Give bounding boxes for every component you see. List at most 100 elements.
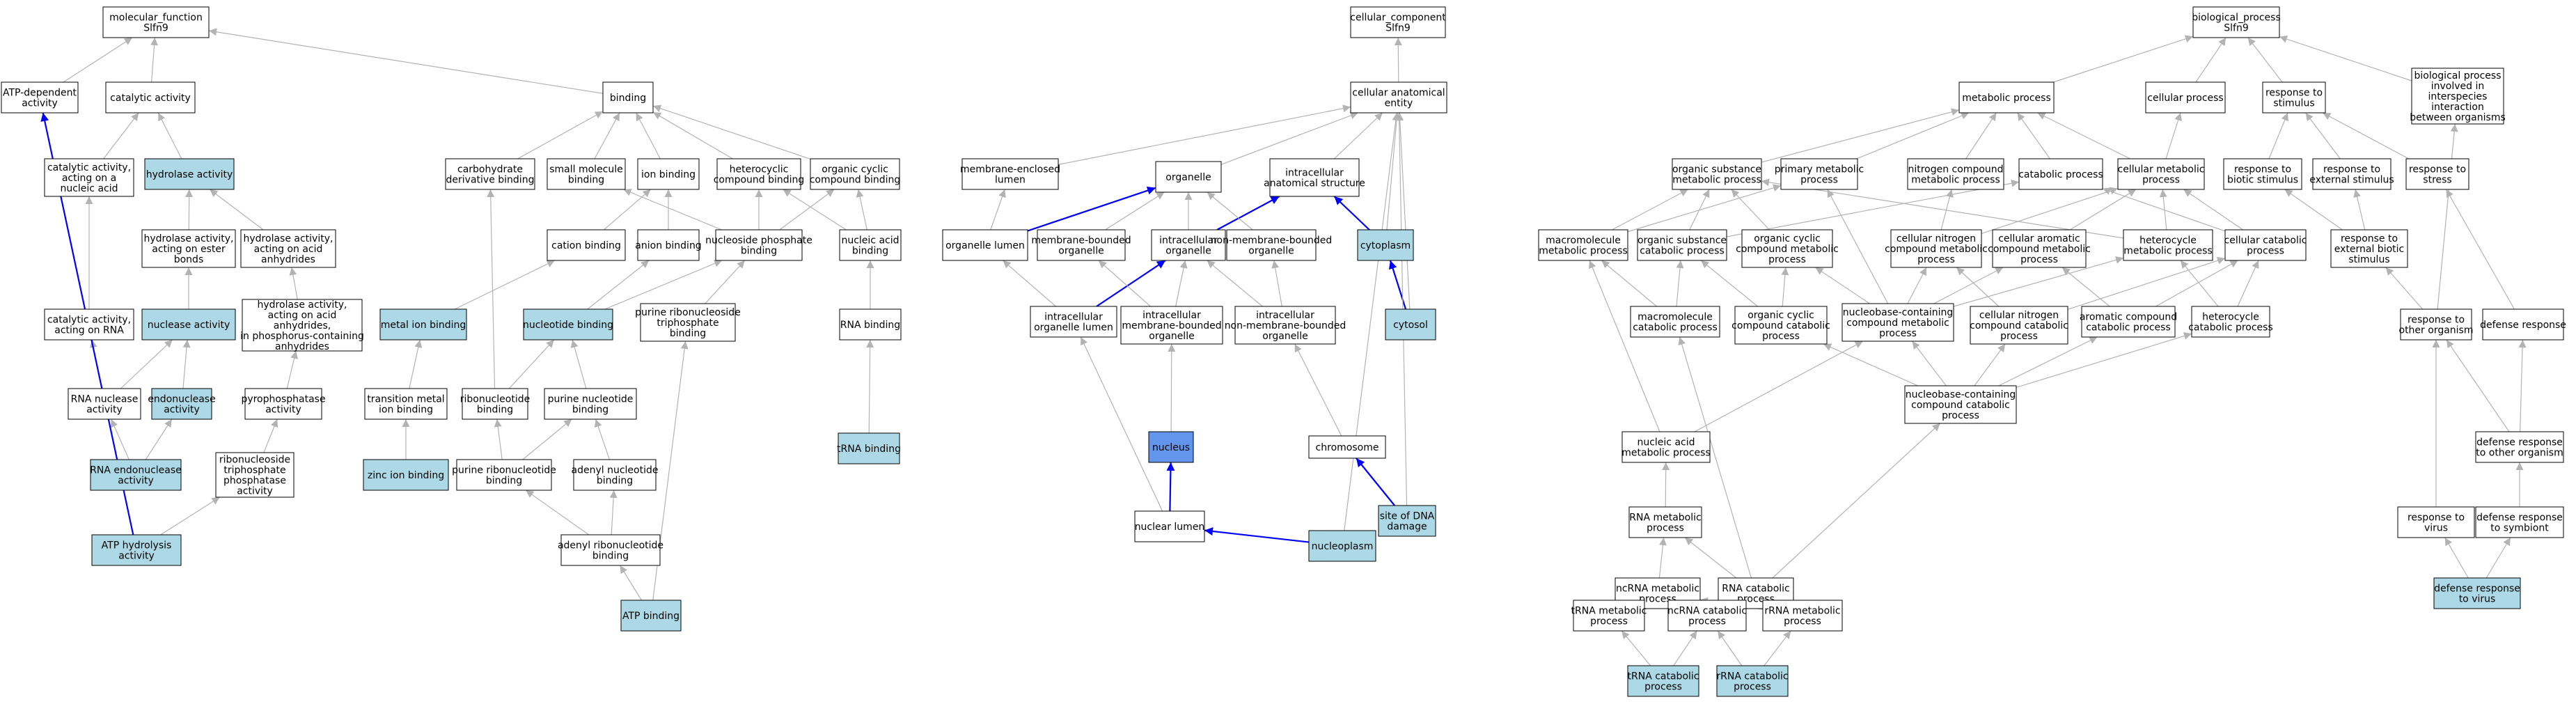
node-metalion[interactable]: metal ion binding: [379, 308, 467, 341]
node-rnab[interactable]: RNA binding: [839, 308, 902, 341]
node-cytoplasm[interactable]: cytoplasm: [1357, 229, 1414, 261]
node-box: [2223, 158, 2302, 190]
node-atpb[interactable]: ATP binding: [620, 600, 682, 632]
node-catabolic[interactable]: catabolic process: [2018, 158, 2103, 190]
node-intranonmemb[interactable]: intracellularnon-membrane-boundedorganel…: [1225, 306, 1346, 345]
node-ribotri[interactable]: ribonucleosidetriphosphatephosphataseact…: [215, 452, 294, 498]
node-nucleoplasm[interactable]: nucleoplasm: [1308, 530, 1376, 562]
node-hydphos[interactable]: hydrolase activity,acting on acidanhydri…: [240, 299, 364, 352]
node-cellproc[interactable]: cellular process: [2145, 81, 2226, 114]
node-metproc[interactable]: metabolic process: [1958, 81, 2055, 114]
node-nucleotideb[interactable]: nucleotide binding: [523, 308, 613, 341]
node-zinc[interactable]: zinc ion binding: [363, 459, 449, 491]
node-orglumen[interactable]: organelle lumen: [942, 229, 1028, 261]
node-defresp[interactable]: defense response: [2480, 308, 2566, 341]
node-catrna[interactable]: catalytic activity,acting on RNA: [44, 308, 134, 341]
node-hydacid[interactable]: hydrolase activity,acting on acidanhydri…: [240, 229, 336, 268]
node-hydrolase[interactable]: hydrolase activity: [144, 158, 235, 190]
node-catalytic[interactable]: catalytic activity: [105, 81, 196, 114]
node-nucleus[interactable]: nucleus: [1148, 431, 1194, 463]
node-nuclease[interactable]: nuclease activity: [141, 308, 236, 341]
node-binding[interactable]: binding: [602, 81, 654, 114]
node-chromosome[interactable]: chromosome: [1308, 435, 1386, 459]
node-nuclumen[interactable]: nuclear lumen: [1134, 510, 1205, 542]
node-organelle[interactable]: organelle: [1155, 161, 1222, 193]
node-cytosol[interactable]: cytosol: [1385, 308, 1436, 341]
node-anion[interactable]: anion binding: [635, 229, 702, 261]
node-cation[interactable]: cation binding: [547, 229, 626, 261]
node-trnab[interactable]: tRNA binding: [837, 432, 901, 464]
node-ionb[interactable]: ion binding: [637, 158, 700, 190]
